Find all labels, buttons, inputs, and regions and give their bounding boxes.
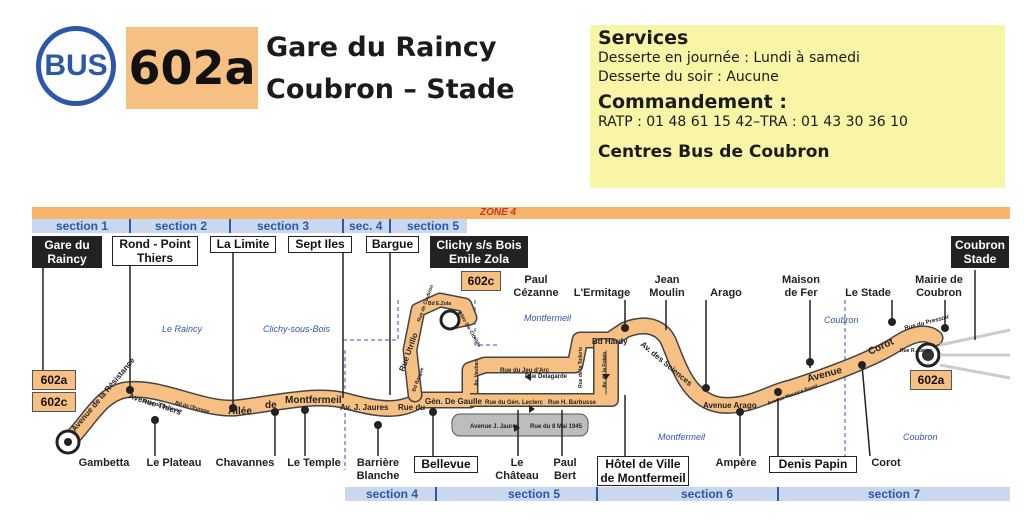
stop-paul-bert: Paul Bert xyxy=(553,457,577,482)
services-evening: Desserte du soir : Aucune xyxy=(598,69,779,85)
zone-label: ZONE 4 xyxy=(480,207,517,218)
stop-la-limite: La Limite xyxy=(210,236,276,253)
section-bottom-7: section 7 xyxy=(868,487,921,501)
command-title: Commandement : xyxy=(598,91,787,113)
bus-logo-text: BUS xyxy=(44,49,108,82)
services-title: Services xyxy=(598,27,689,49)
zone-bar xyxy=(32,207,1010,219)
direction-arrows xyxy=(514,373,610,432)
services-day: Desserte en journée : Lundi à samedi xyxy=(598,50,860,66)
stop-ampere: Ampère xyxy=(715,457,757,469)
stop-paul-cezanne: Paul Cézanne xyxy=(513,274,559,299)
street-label: Avenue J. Jaures xyxy=(470,424,520,430)
line-tag-602a: 602a xyxy=(32,370,76,390)
stop-le-chateau: Le Château xyxy=(495,457,539,482)
command-phone: RATP : 01 48 61 15 42–TRA : 01 43 30 36 … xyxy=(598,114,908,130)
town-montfermeil-2: Montfermeil xyxy=(658,432,706,442)
stop-corot: Corot xyxy=(871,457,901,469)
stop-coubron-stade: Coubron Stade xyxy=(951,236,1009,268)
line-number: 602a xyxy=(128,41,256,95)
bus-centre: Centres Bus de Coubron xyxy=(598,142,830,162)
street-label: Allée xyxy=(228,406,252,417)
stop-barriere-blanche: Barrière Blanche xyxy=(356,457,400,482)
stop-bargue: Bargue xyxy=(366,236,419,253)
alt-branch xyxy=(451,413,589,437)
section-bar-top xyxy=(32,219,467,233)
town-coubron-2: Coubron xyxy=(903,432,938,442)
stop-leaders xyxy=(42,252,976,457)
bus-logo: BUS xyxy=(36,26,116,106)
street-label: Rue Delagarde xyxy=(525,374,568,380)
street-label: Rue du Gén. Leclerc xyxy=(485,400,544,406)
section-bottom-5: section 5 xyxy=(508,487,561,501)
street-label: Av. J. Jaures xyxy=(340,403,389,412)
stop-chavannes: Chavannes xyxy=(215,457,275,469)
stop-rond-point-thiers: Rond - Point Thiers xyxy=(112,236,198,266)
stop-arago: Arago xyxy=(710,287,742,299)
street-label: Bd Hardy xyxy=(592,337,628,346)
stop-mairie-de-coubron: Mairie de Coubron xyxy=(915,274,963,299)
route-destination: Coubron – Stade xyxy=(266,74,515,105)
street-label: Rue du Jeu d'Arc xyxy=(500,368,550,374)
services-panel: Services Desserte en journée : Lundi à s… xyxy=(590,25,1005,188)
stop-clichy-emile-zola: Clichy s/s Bois Emile Zola xyxy=(430,236,528,268)
stop-le-plateau: Le Plateau xyxy=(146,457,202,469)
section-bottom-6: section 6 xyxy=(681,487,734,501)
section-top-4: sec. 4 xyxy=(349,219,383,233)
town-le-raincy: Le Raincy xyxy=(162,324,203,334)
street-label: Rue du xyxy=(398,403,425,412)
section-top-3: section 3 xyxy=(257,219,310,233)
stop-hotel-de-ville-montfermeil: Hôtel de Ville de Montfermeil xyxy=(597,456,689,486)
section-top-5: section 5 xyxy=(407,219,460,233)
street-label: Rue du 8 Mai 1945 xyxy=(530,424,583,430)
section-top-1: section 1 xyxy=(56,219,109,233)
town-coubron-1: Coubron xyxy=(824,315,859,325)
line-number-badge: 602a xyxy=(126,27,258,109)
stop-sept-iles: Sept Iles xyxy=(288,236,352,253)
stop-bellevue: Bellevue xyxy=(414,456,478,473)
stop-maison-de-fer: Maison de Fer xyxy=(782,274,820,299)
street-label: Av. de la Futaie xyxy=(602,352,608,388)
terminal-zola-icon xyxy=(439,309,461,331)
stop-le-temple: Le Temple xyxy=(287,457,341,469)
stop-jean-moulin: Jean Moulin xyxy=(649,274,685,299)
stop-l-ermitage: L'Ermitage xyxy=(573,287,631,299)
section-top-2: section 2 xyxy=(155,219,208,233)
route-origin: Gare du Raincy xyxy=(266,32,497,63)
street-label: Avenue Arago xyxy=(703,401,757,410)
street-label: Gén. De Gaulle xyxy=(425,397,482,406)
street-label: de xyxy=(265,400,277,411)
street-label: Av. Vauban xyxy=(474,360,480,386)
street-label: Bd E.Zola xyxy=(428,301,451,307)
line-tag-602c: 602c xyxy=(32,392,76,412)
town-clichy: Clichy-sous-Bois xyxy=(263,324,331,334)
stop-le-stade: Le Stade xyxy=(845,287,891,299)
stop-denis-papin: Denis Papin xyxy=(769,456,857,473)
stop-gambetta: Gambetta xyxy=(78,457,130,469)
street-label: Montfermeil xyxy=(285,395,342,406)
street-label: Rue R. Lanier xyxy=(900,348,932,354)
street-label: Rue de la Tuilerie xyxy=(578,347,584,388)
section-bar-bottom xyxy=(345,487,1010,501)
stop-gare-du-raincy: Gare du Raincy xyxy=(32,236,102,268)
section-bottom-4: section 4 xyxy=(366,487,419,501)
street-label: Rue H. Barbusse xyxy=(548,400,597,406)
town-montfermeil-1: Montfermeil xyxy=(524,313,572,323)
line-tag-602c-zola: 602c xyxy=(461,271,501,291)
line-tag-602a-coubron: 602a xyxy=(910,370,952,390)
